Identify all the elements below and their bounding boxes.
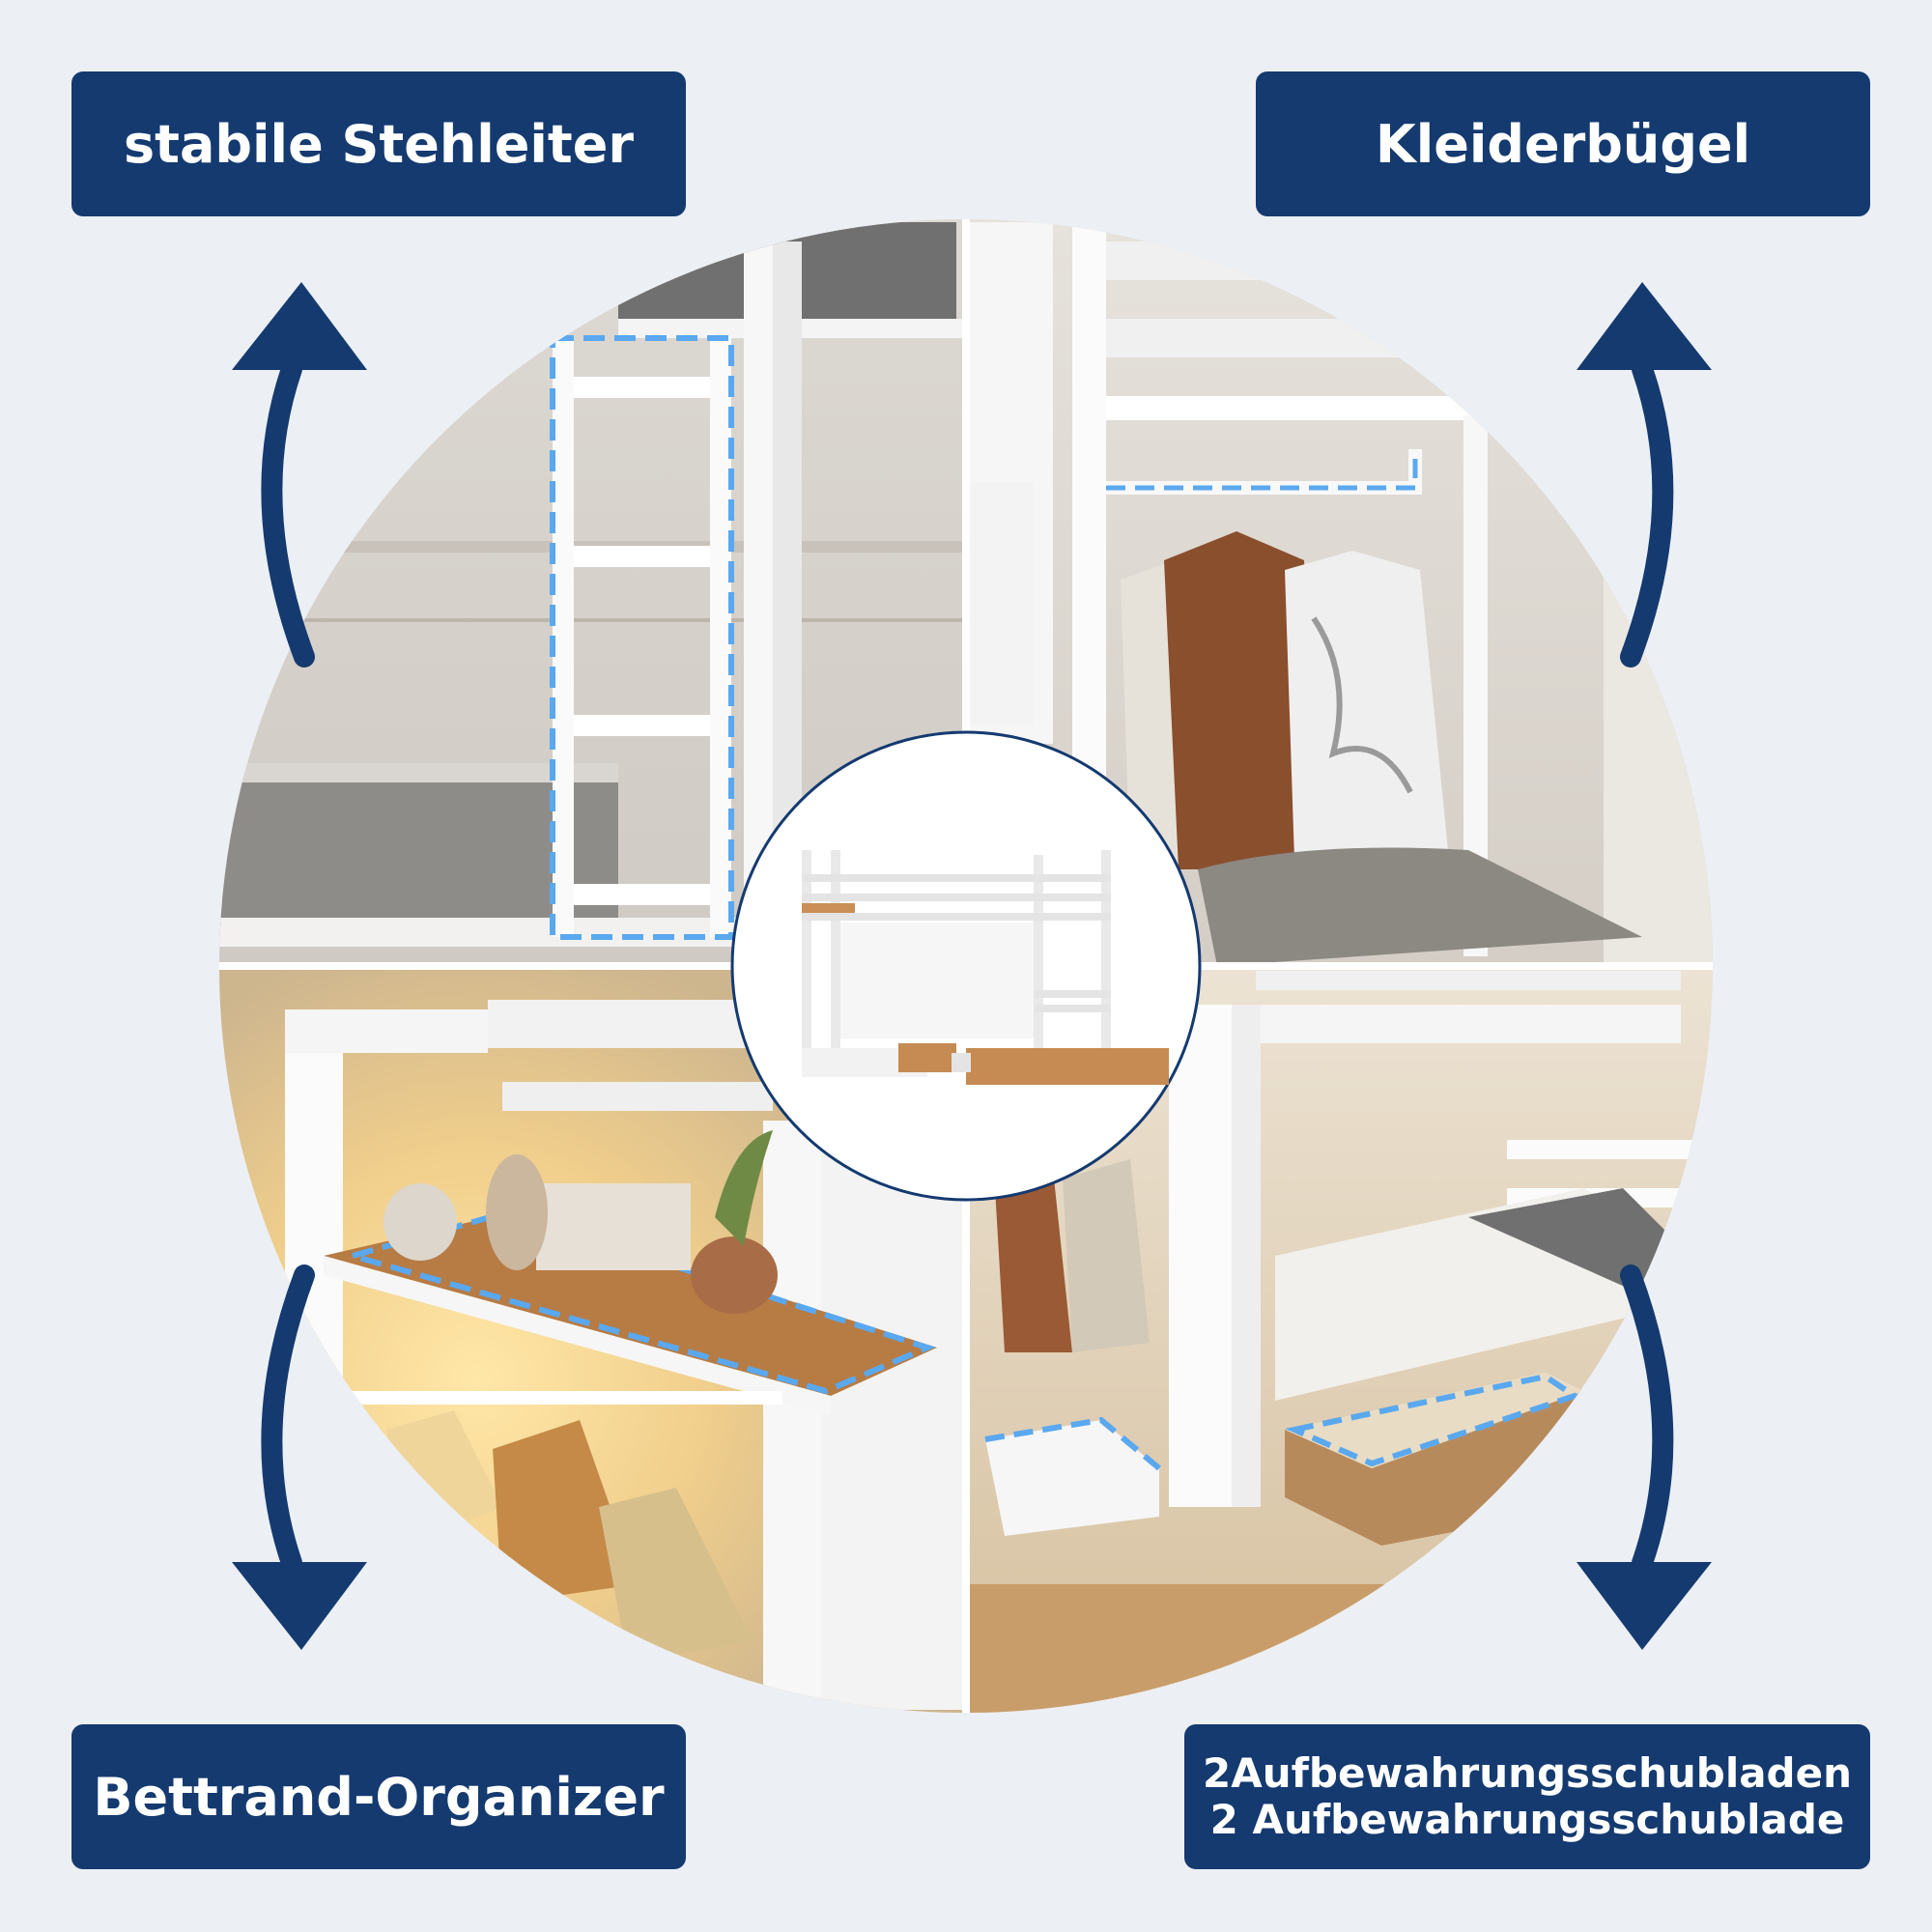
label-clothes-hanger: Kleiderbügel xyxy=(1256,71,1870,216)
arrow-up-left-icon xyxy=(232,282,367,668)
label-stable-ladder-text: stabile Stehleiter xyxy=(124,113,634,175)
product-thumbnail xyxy=(730,730,1202,1202)
arrow-down-left-icon xyxy=(232,1264,367,1650)
bunk-bed-drawing xyxy=(802,850,1169,1085)
label-storage-drawers-line1: 2Aufbewahrungsschubladen xyxy=(1202,1749,1853,1797)
arrow-down-right-icon xyxy=(1577,1264,1712,1650)
label-stable-ladder: stabile Stehleiter xyxy=(71,71,686,216)
arrow-up-right-icon xyxy=(1577,282,1712,668)
label-clothes-hanger-text: Kleiderbügel xyxy=(1375,113,1751,175)
label-storage-drawers: 2Aufbewahrungsschubladen 2 Aufbewahrungs… xyxy=(1184,1724,1870,1869)
label-storage-drawers-line2: 2 Aufbewahrungsschublade xyxy=(1209,1796,1845,1843)
label-bedside-organizer-text: Bettrand-Organizer xyxy=(93,1766,665,1828)
label-bedside-organizer: Bettrand-Organizer xyxy=(71,1724,686,1869)
